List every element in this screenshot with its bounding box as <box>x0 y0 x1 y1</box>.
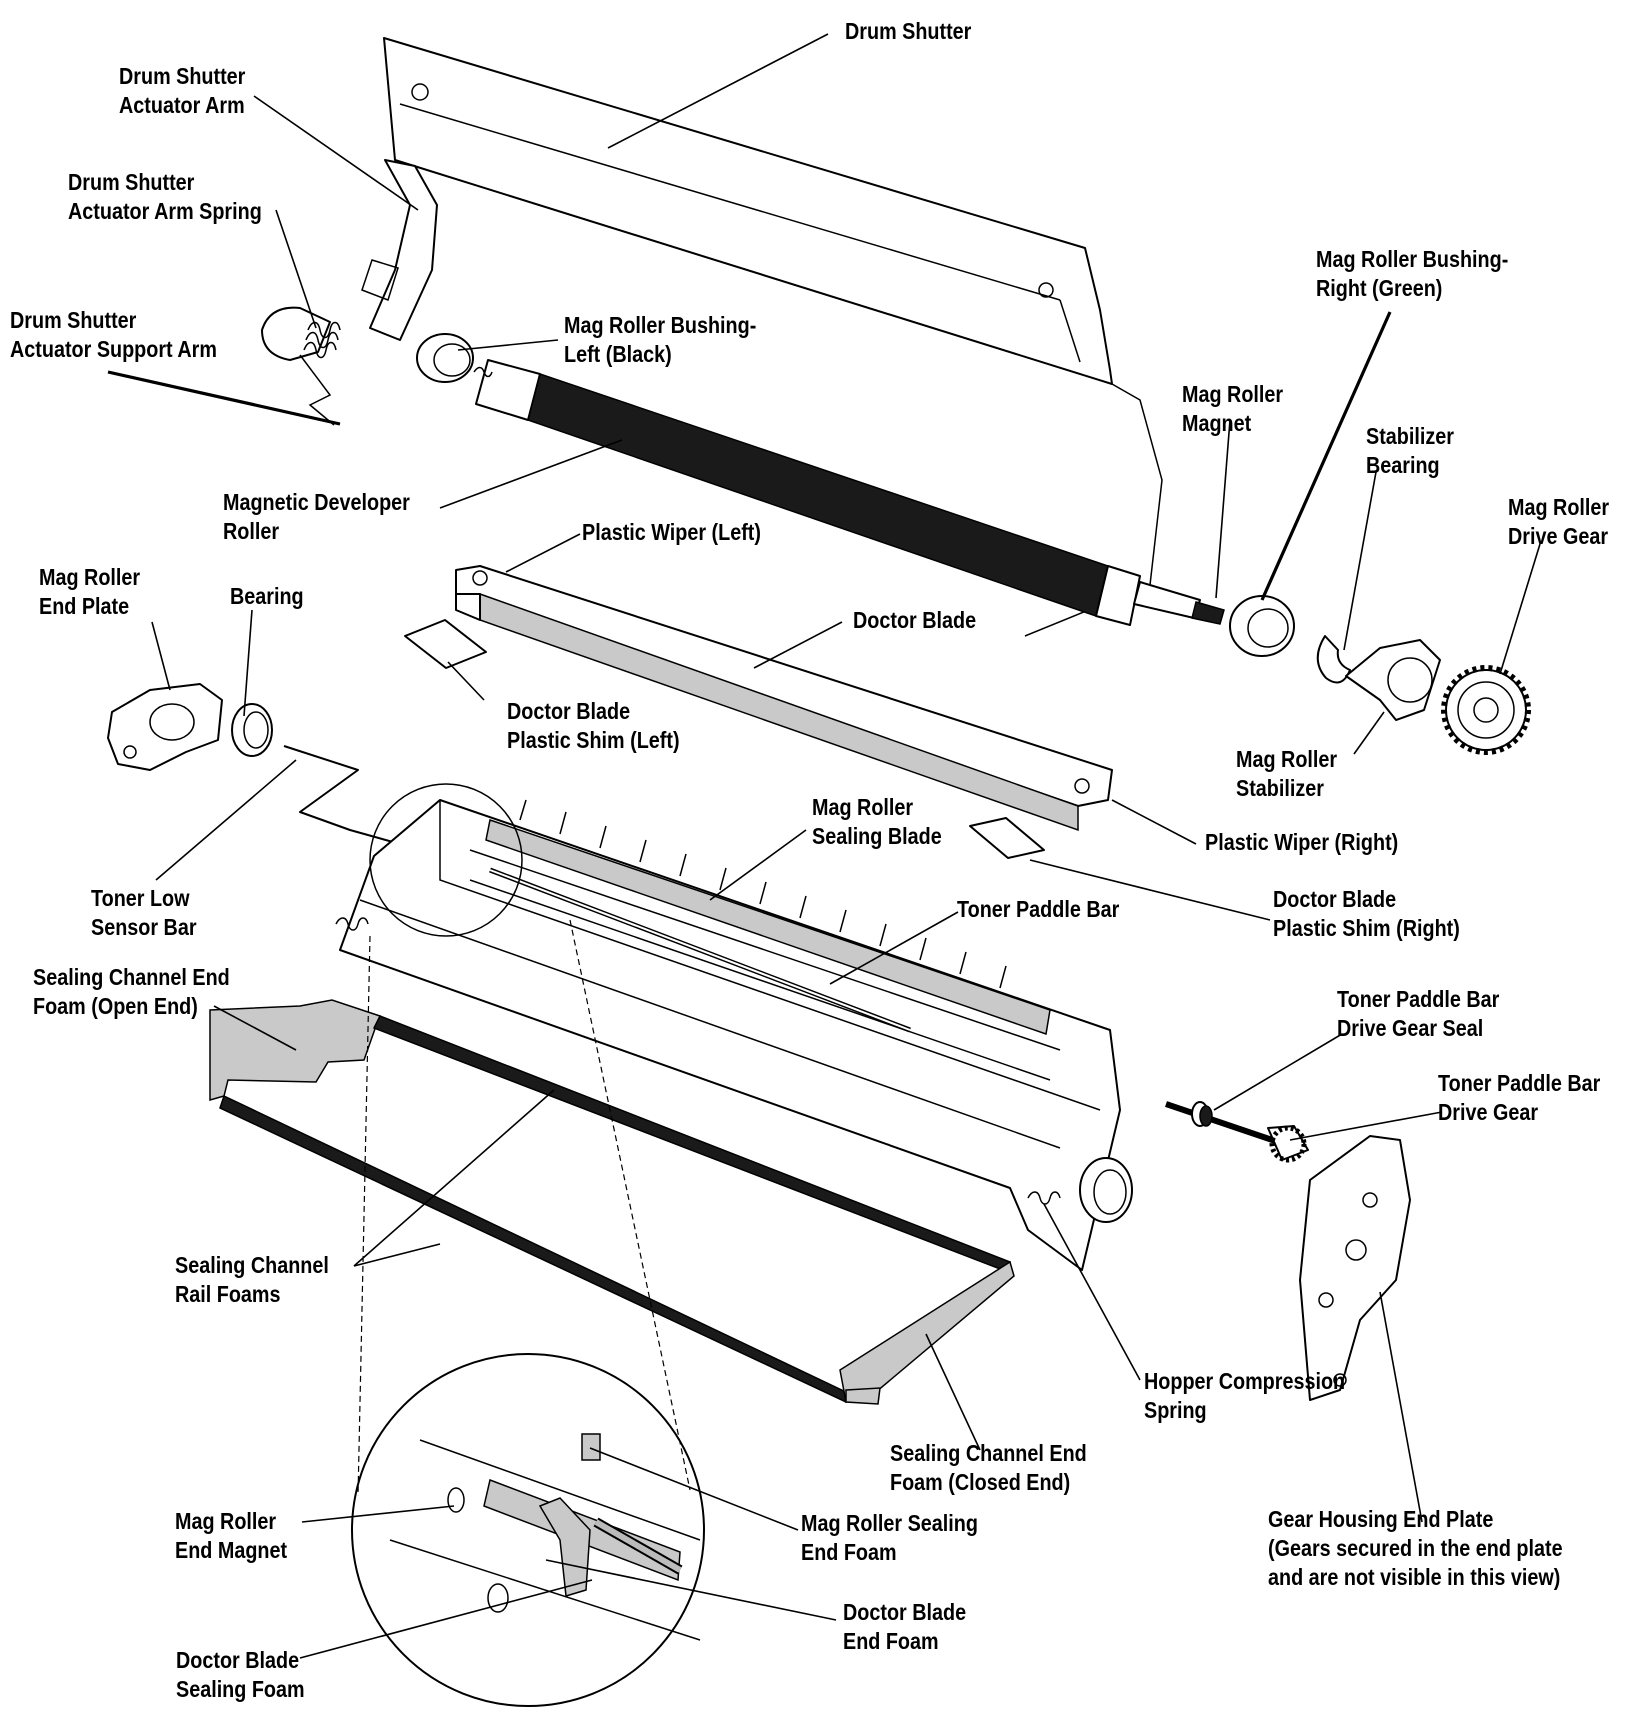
detail-projection-lines <box>357 919 691 1497</box>
label-magnetic-developer-roller: Magnetic Developer Roller <box>223 489 410 544</box>
label-sealing-channel-end-foam-open: Sealing Channel End Foam (Open End) <box>33 964 230 1019</box>
hopper-body-illustration <box>335 783 1133 1271</box>
doctor-blade-illustration <box>404 565 1113 859</box>
label-stabilizer-bearing: Stabilizer Bearing <box>1366 423 1454 478</box>
label-drum-shutter: Drum Shutter <box>845 18 972 44</box>
label-doctor-blade-plastic-shim-right: Doctor Blade Plastic Shim (Right) <box>1273 886 1460 941</box>
label-mag-roller-stabilizer: Mag Roller Stabilizer <box>1236 746 1338 801</box>
label-mag-roller-end-plate: Mag Roller End Plate <box>39 564 141 619</box>
label-sealing-channel-end-foam-closed: Sealing Channel End Foam (Closed End) <box>890 1440 1087 1495</box>
label-drum-shutter-actuator-support-arm: Drum Shutter Actuator Support Arm <box>10 307 217 362</box>
mag-roller-end-plate-illustration <box>107 683 273 771</box>
label-mag-roller-end-magnet: Mag Roller End Magnet <box>175 1508 288 1563</box>
label-hopper-compression-spring: Hopper Compression Spring <box>1144 1368 1346 1423</box>
label-doctor-blade-end-foam: Doctor Blade End Foam <box>843 1599 967 1654</box>
magnetic-developer-roller-illustration <box>416 333 1531 755</box>
label-mag-roller-drive-gear: Mag Roller Drive Gear <box>1508 494 1610 549</box>
label-gear-housing-end-plate: Gear Housing End Plate (Gears secured in… <box>1268 1506 1563 1590</box>
label-doctor-blade-sealing-foam: Doctor Blade Sealing Foam <box>176 1647 305 1702</box>
toner-low-sensor-bar-shape <box>283 745 401 845</box>
label-mag-roller-magnet: Mag Roller Magnet <box>1182 381 1284 436</box>
label-toner-paddle-bar-drive-gear: Toner Paddle Bar Drive Gear <box>1438 1070 1601 1125</box>
label-doctor-blade-plastic-shim-left: Doctor Blade Plastic Shim (Left) <box>507 698 680 753</box>
label-mag-roller-bushing-left: Mag Roller Bushing- Left (Black) <box>564 312 757 367</box>
label-toner-paddle-bar: Toner Paddle Bar <box>957 896 1120 922</box>
label-mag-roller-sealing-blade: Mag Roller Sealing Blade <box>812 794 942 849</box>
gear-housing-end-plate-illustration <box>1299 1135 1411 1401</box>
label-drum-shutter-actuator-arm-spring: Drum Shutter Actuator Arm Spring <box>68 169 262 224</box>
label-drum-shutter-actuator-arm: Drum Shutter Actuator Arm <box>119 63 246 118</box>
label-bearing: Bearing <box>230 583 304 609</box>
magnified-detail-illustration <box>351 1353 705 1707</box>
label-sealing-channel-rail-foams: Sealing Channel Rail Foams <box>175 1252 329 1307</box>
label-mag-roller-bushing-right: Mag Roller Bushing- Right (Green) <box>1316 246 1509 301</box>
label-mag-roller-sealing-end-foam: Mag Roller Sealing End Foam <box>801 1510 978 1565</box>
label-toner-low-sensor-bar: Toner Low Sensor Bar <box>91 885 197 940</box>
label-plastic-wiper-left: Plastic Wiper (Left) <box>582 519 761 545</box>
toner-paddle-gear-illustration <box>1165 1101 1309 1163</box>
leader-lines <box>107 33 1541 1659</box>
mag-roller-drive-gear-shape <box>1441 665 1531 755</box>
label-toner-paddle-bar-drive-gear-seal: Toner Paddle Bar Drive Gear Seal <box>1337 986 1500 1041</box>
label-plastic-wiper-right: Plastic Wiper (Right) <box>1205 829 1399 855</box>
label-doctor-blade: Doctor Blade <box>853 607 977 633</box>
sealing-channel-foam-illustration <box>209 999 1015 1405</box>
